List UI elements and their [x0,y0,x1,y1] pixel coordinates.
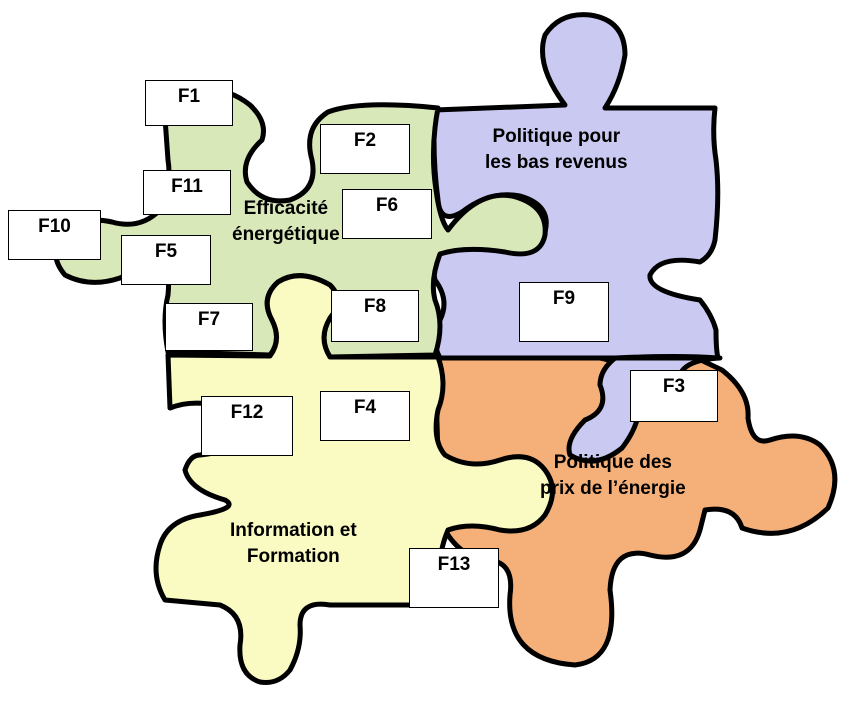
label-line-1: Politique des [553,452,672,473]
label-line-2: Formation [246,546,340,567]
label-information: Information et Formation [230,518,357,570]
label-efficacite: Efficacité énergétique [232,196,340,248]
factor-box-f8: F8 [331,290,419,342]
label-line-2: les bas revenus [485,152,628,173]
label-line-1: Efficacité [243,198,329,219]
factor-box-f1: F1 [145,80,233,126]
factor-box-f6: F6 [342,189,432,239]
factor-box-f2: F2 [320,124,410,174]
label-line-2: prix de l’énergie [540,478,686,499]
label-line-1: Information et [230,520,357,541]
factor-box-f3: F3 [630,370,718,422]
label-politique-prix: Politique des prix de l’énergie [540,450,686,502]
factor-box-f5: F5 [121,235,211,285]
factor-box-f10: F10 [8,210,101,260]
factor-box-f9: F9 [519,282,609,342]
label-line-2: énergétique [232,224,340,245]
factor-box-f7: F7 [165,303,253,351]
label-line-1: Politique pour [492,126,621,147]
factor-box-f13: F13 [409,548,499,608]
factor-box-f11: F11 [143,170,231,215]
label-politique-bas-revenus: Politique pour les bas revenus [485,124,628,176]
piece-efficacite [53,86,548,360]
factor-box-f4: F4 [320,391,410,441]
factor-box-f12: F12 [201,396,293,456]
